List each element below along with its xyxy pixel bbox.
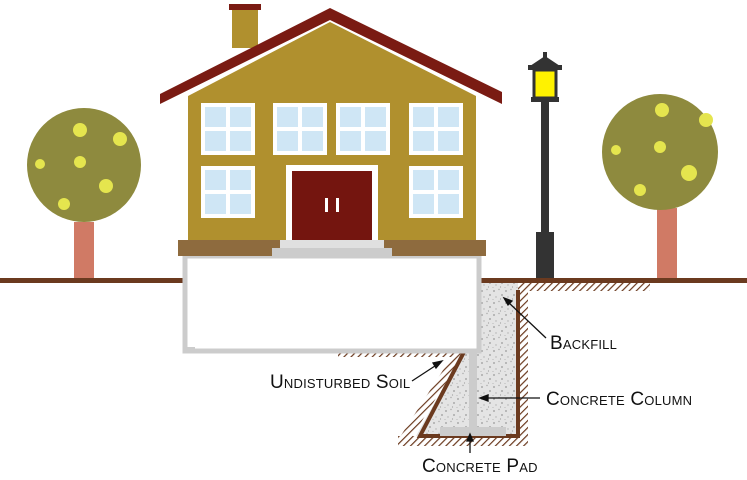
lamp-light xyxy=(532,68,558,100)
right-tree-trunk xyxy=(657,208,677,280)
house-wall xyxy=(188,22,476,244)
right-tree-fruits xyxy=(611,103,713,196)
concrete-pad-label: Concrete Pad xyxy=(422,456,538,477)
lamp-pole xyxy=(541,100,549,234)
concrete-column-label: Concrete Column xyxy=(546,389,692,410)
undisturbed-soil-label: Undisturbed Soil xyxy=(270,372,410,393)
window-top-1 xyxy=(201,103,255,155)
concrete-column xyxy=(469,353,477,429)
undisturbed-soil-pointer xyxy=(411,359,444,382)
foundation-wall xyxy=(182,253,482,354)
backfill-label: Backfill xyxy=(550,333,617,354)
window-top-2 xyxy=(273,103,327,155)
backfill-pointer xyxy=(502,296,547,339)
concrete-pad-pointer xyxy=(466,432,474,453)
pointers xyxy=(411,296,547,453)
left-tree xyxy=(27,108,141,280)
ground-line xyxy=(0,278,747,283)
left-tree-trunk xyxy=(74,222,94,280)
concrete-pad xyxy=(440,427,506,436)
front-door xyxy=(286,165,378,243)
right-tree xyxy=(602,94,718,280)
street-lamp xyxy=(528,52,562,280)
front-steps xyxy=(272,240,392,256)
concrete-column-pointer xyxy=(478,394,540,402)
window-top-4 xyxy=(409,103,463,155)
windows xyxy=(201,103,463,218)
window-bottom-left xyxy=(201,166,255,218)
chimney xyxy=(232,8,258,48)
lamp-cap xyxy=(530,56,560,66)
lamp-base xyxy=(536,232,554,280)
window-top-3 xyxy=(336,103,390,155)
house xyxy=(160,4,502,256)
left-tree-fruits xyxy=(35,123,127,210)
window-bottom-right xyxy=(409,166,463,218)
